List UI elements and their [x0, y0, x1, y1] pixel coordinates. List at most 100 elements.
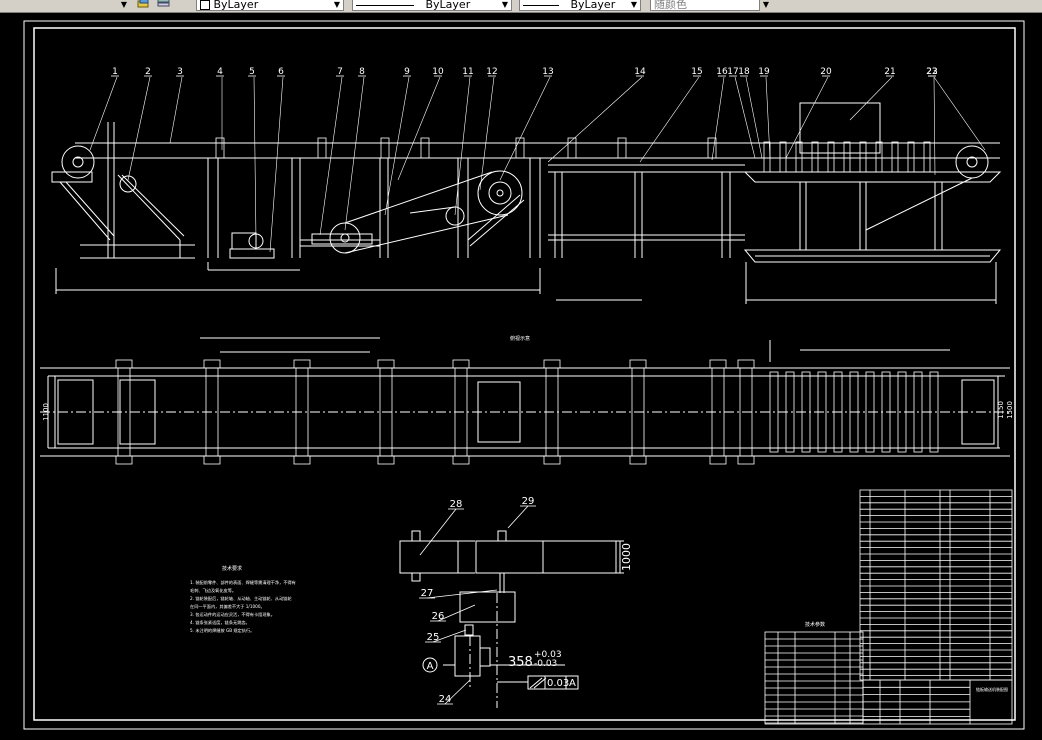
tech-requirement-line: 在同一平面内，其偏差不大于 1/1000。 [190, 603, 265, 610]
leader-line [499, 76, 551, 181]
plan-bearing [452, 359, 470, 369]
part-number-22: 22 [926, 67, 937, 77]
line-sample-icon [356, 4, 414, 6]
params-table [764, 631, 864, 725]
part-number-12: 12 [486, 67, 497, 77]
leader-line [933, 76, 986, 151]
part-number-26: 26 [432, 611, 445, 622]
plan-bearing [452, 455, 470, 465]
part-number-7: 7 [337, 67, 343, 77]
dropdown-arrow-icon[interactable]: ▼ [630, 0, 638, 9]
linetype-control[interactable]: ByLayer [352, 0, 512, 11]
line-sample-icon [523, 4, 559, 6]
roller-support [907, 141, 915, 173]
part-number-11: 11 [462, 67, 473, 77]
plan-view [40, 337, 1010, 457]
dim-height: 1000 [620, 543, 633, 571]
color-swatch-icon [200, 0, 210, 10]
leader-line [444, 679, 471, 705]
plotstyle-control[interactable]: 随颜色 [650, 0, 760, 11]
datum-letter-circle: A [427, 661, 434, 672]
plan-bearing [543, 455, 561, 465]
leader-line [432, 629, 467, 643]
plan-roller [881, 371, 891, 453]
roller-support [317, 137, 327, 159]
plan-bearing [377, 455, 395, 465]
part-number-20: 20 [820, 67, 832, 77]
layer-previous-icon[interactable] [157, 0, 170, 9]
leader-line [319, 76, 343, 236]
dropdown-arrow-icon[interactable]: ▼ [333, 0, 341, 9]
roller-support [859, 141, 867, 173]
plan-view-label: 俯视示意 [510, 335, 530, 342]
roller-support [779, 141, 787, 173]
leader-line [89, 76, 118, 151]
plotstyle-control-value: 随颜色 [654, 0, 687, 11]
leader-line [479, 76, 495, 191]
roller-support [420, 137, 430, 159]
roller-supports [215, 137, 931, 173]
plan-roller [817, 371, 827, 453]
layer-states-icon[interactable] [137, 0, 150, 9]
leader-line [454, 76, 471, 216]
bom-and-params-tables [764, 489, 1013, 725]
lineweight-control[interactable]: ByLayer [519, 0, 641, 11]
tech-requirements: 1. 装配前零件、部件的表面、焊缝等需清理干净，不得有 毛刺、飞边及氧化皮等。2… [190, 579, 296, 634]
roller-support [380, 137, 390, 159]
parallel-tolerance: 0.03 [547, 678, 569, 689]
part-number-29: 29 [522, 496, 535, 507]
plan-roller [833, 371, 843, 453]
part-number-2: 2 [145, 67, 151, 77]
drawing-frame-inner [33, 27, 1016, 721]
dropdown-arrow-icon[interactable]: ▼ [501, 0, 509, 9]
plan-bearing [737, 455, 755, 465]
plan-bearing [737, 359, 755, 369]
leader-line [933, 76, 936, 176]
dropdown-arrow-icon[interactable]: ▼ [120, 0, 128, 9]
roller-support [515, 137, 525, 159]
leader-line [711, 76, 725, 161]
plan-roller [913, 371, 923, 453]
tolerance-lower: -0.03 [534, 659, 557, 669]
color-control[interactable]: ByLayer [196, 0, 344, 11]
leader-line [785, 76, 829, 159]
plan-roller [785, 371, 795, 453]
plan-bearing [377, 359, 395, 369]
part-number-25: 25 [427, 632, 440, 643]
leader-line [384, 76, 410, 216]
dim-width-left: 1100 [42, 403, 50, 421]
leader-line [745, 76, 763, 159]
roller-support [923, 141, 931, 173]
tech-requirement-line: 1. 装配前零件、部件的表面、焊缝等需清理干净，不得有 [190, 579, 296, 586]
elevation-view [51, 102, 1002, 304]
dropdown-arrow-icon[interactable]: ▼ [762, 0, 770, 9]
roller-support [891, 141, 899, 173]
plan-roller [929, 371, 939, 453]
part-number-9: 9 [404, 67, 410, 77]
bom-table [859, 489, 1013, 681]
leader-line [547, 76, 643, 163]
dim-width-right-a: 1150 [997, 401, 1005, 419]
plan-bearing [709, 359, 727, 369]
roller-support [827, 141, 835, 173]
part-number-14: 14 [634, 67, 646, 77]
roller-support [843, 141, 851, 173]
plan-bearing [115, 455, 133, 465]
part-number-23: 23 [926, 67, 937, 77]
drawing-frame-outer [23, 20, 1025, 730]
part-number-15: 15 [691, 67, 702, 77]
detail-view [399, 530, 624, 708]
dim-width-right-b: 1500 [1006, 401, 1014, 419]
tech-requirement-line: 3. 各运动件的运动应灵活，不得有卡阻现象。 [190, 611, 275, 618]
part-number-8: 8 [359, 67, 365, 77]
plan-bearing [543, 359, 561, 369]
leader-line [507, 505, 529, 529]
leader-line [169, 76, 183, 144]
roller-support [795, 141, 803, 173]
plan-roller [849, 371, 859, 453]
roller-support [617, 137, 627, 159]
part-number-18: 18 [738, 67, 750, 77]
roller-support [875, 141, 883, 173]
